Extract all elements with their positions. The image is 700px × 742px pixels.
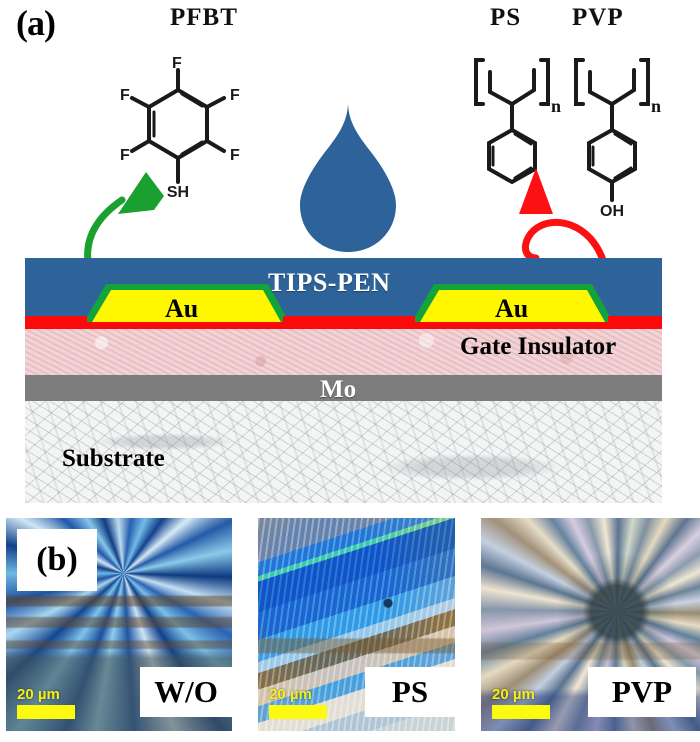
ps-bracket-left (474, 58, 485, 106)
pvp-title: PVP (572, 4, 624, 31)
pvp-bracket-left (574, 58, 585, 106)
au-right-label: Au (495, 294, 529, 323)
panel-a-label: (a) (16, 3, 56, 43)
pvp-hydroxyl-label: OH (600, 203, 624, 220)
mo-label: Mo (320, 376, 357, 403)
scale-bar-ps-bar (269, 705, 327, 719)
pfbt-f-top-left: F (120, 87, 130, 104)
pvp-bracket-right (639, 58, 650, 106)
pfbt-f-bot-left: F (120, 147, 130, 164)
scale-bar-pvp-label: 20 µm (492, 686, 535, 703)
pfbt-benzene-ring (147, 87, 209, 161)
layer-gate-insulator (25, 329, 662, 375)
ps-title: PS (490, 4, 522, 31)
pfbt-structure (130, 68, 226, 184)
pvp-repeat-label: n (651, 96, 661, 116)
scale-bar-wo: 20 µm (17, 687, 75, 719)
panel-b-label: (b) (17, 529, 97, 591)
substrate-label: Substrate (62, 445, 165, 472)
scale-bar-ps-label: 20 µm (269, 686, 312, 703)
layer-additive (25, 322, 662, 329)
pfbt-title: PFBT (170, 4, 238, 31)
pfbt-thiol-label: SH (167, 184, 189, 201)
ps-phenyl-ring (487, 127, 537, 185)
tips-pen-label: TIPS-PEN (268, 268, 391, 297)
au-left-label: Au (165, 294, 199, 323)
scale-bar-pvp: 20 µm (492, 687, 550, 719)
ps-repeat-label: n (551, 96, 561, 116)
micrograph-ps-caption: PS (365, 667, 455, 717)
scale-bar-pvp-bar (492, 705, 550, 719)
pfbt-atom-labels: F F F F F SH (120, 55, 240, 201)
pvp-phenyl-ring (587, 127, 637, 185)
micrograph-wo-caption: W/O (140, 667, 232, 717)
ps-bracket-right (539, 58, 550, 106)
micrograph-pvp-caption: PVP (588, 667, 696, 717)
layer-mo-gate (25, 375, 662, 401)
ink-droplet-icon (300, 104, 396, 252)
pvp-structure (574, 58, 650, 202)
gate-insulator-label: Gate Insulator (460, 333, 617, 360)
scale-bar-ps: 20 µm (269, 687, 327, 719)
pfbt-f-top-right: F (230, 87, 240, 104)
layer-substrate (25, 401, 662, 503)
ps-backbone (488, 68, 536, 107)
pvp-backbone (588, 68, 636, 107)
scale-bar-wo-label: 20 µm (17, 686, 60, 703)
pfbt-f-bot-right: F (230, 147, 240, 164)
ps-structure (474, 58, 550, 185)
pfbt-f-top: F (172, 55, 182, 72)
scale-bar-wo-bar (17, 705, 75, 719)
